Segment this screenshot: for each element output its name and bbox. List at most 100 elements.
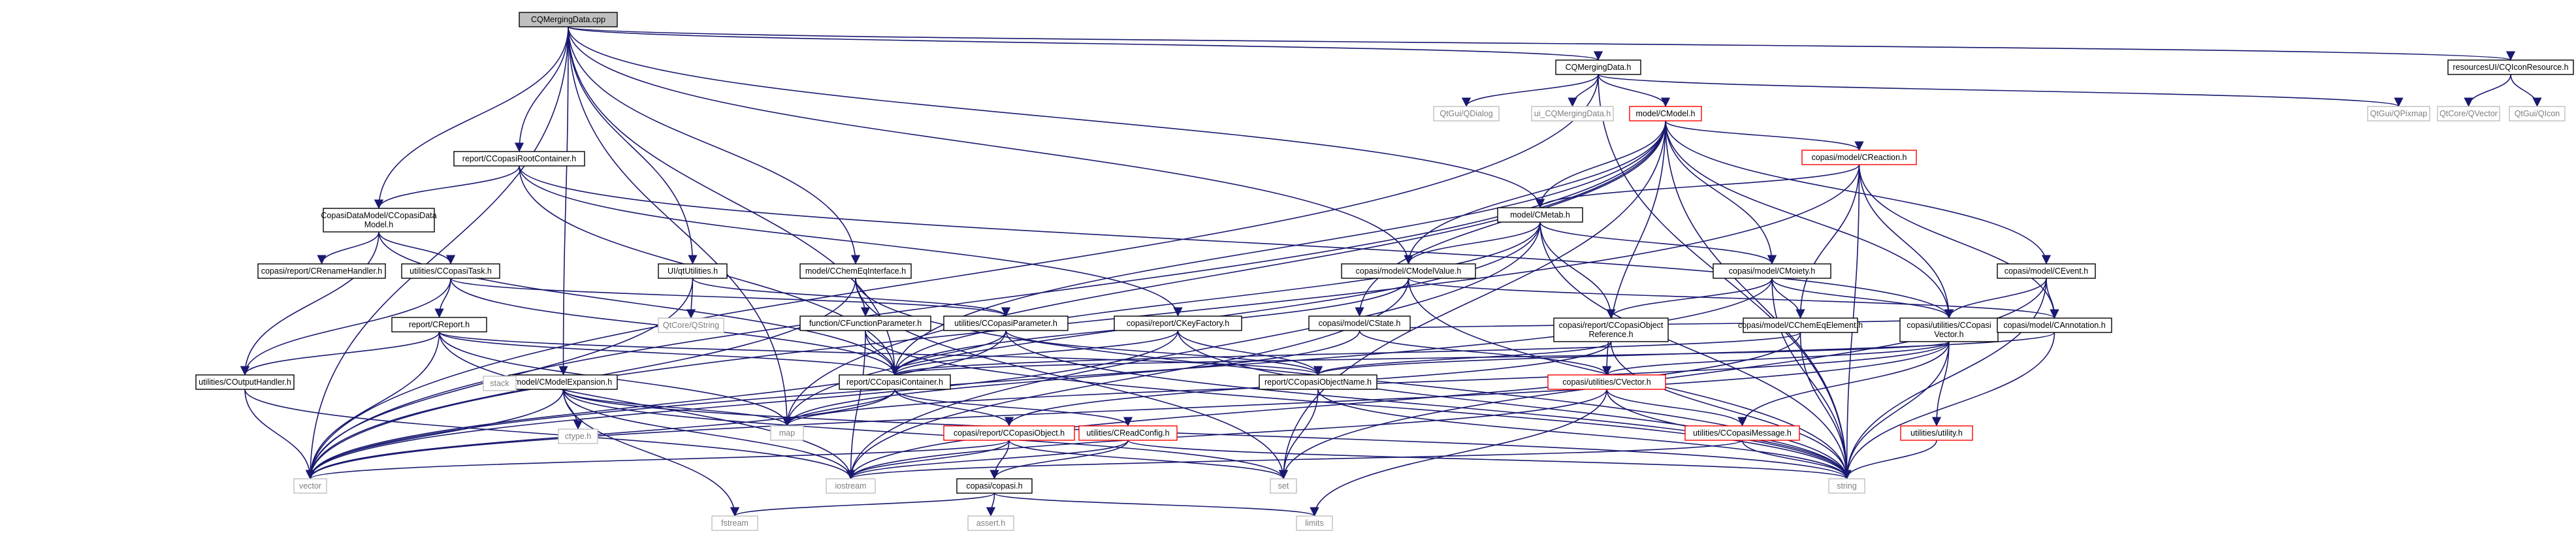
node-ccopasicont[interactable]: report/CCopasiContainer.h xyxy=(839,374,951,390)
node-cmetab[interactable]: model/CMetab.h xyxy=(1497,207,1583,223)
node-label: utilities/CCopasiMessage.h xyxy=(1693,428,1792,438)
dependency-edge xyxy=(514,26,569,152)
node-box xyxy=(1629,106,1702,121)
dependency-edge xyxy=(1539,221,1777,265)
node-box xyxy=(1828,478,1865,494)
dependency-edge xyxy=(1177,330,1852,479)
dependency-edge xyxy=(240,331,440,376)
node-box xyxy=(770,425,804,441)
dependency-edge xyxy=(562,389,1852,479)
node-cqmerging-h[interactable]: CQMergingData.h xyxy=(1555,59,1641,75)
node-label: QtCore/QVector xyxy=(2439,109,2498,118)
node-root[interactable]: CQMergingData.cpp xyxy=(519,12,618,27)
node-creport[interactable]: report/CReport.h xyxy=(391,317,487,332)
node-box xyxy=(1713,263,1831,279)
dependency-edge xyxy=(846,440,1743,479)
node-label: QtCore/QString xyxy=(663,321,719,330)
node-stack: stack xyxy=(483,376,517,391)
dependency-edge xyxy=(1539,221,1852,479)
node-cchemeq-if[interactable]: model/CChemEqInterface.h xyxy=(799,263,912,279)
node-box xyxy=(2509,106,2566,121)
dependency-edge xyxy=(1539,221,1616,319)
node-box xyxy=(323,208,435,233)
node-label: CopasiDataModel/CCopasiData xyxy=(321,211,436,220)
node-label: utilities/COutputHandler.h xyxy=(199,378,291,387)
node-report-root[interactable]: report/CCopasiRootContainer.h xyxy=(453,151,585,167)
node-cevent[interactable]: copasi/model/CEvent.h xyxy=(1997,263,2096,279)
dependency-edge xyxy=(305,331,440,479)
dependency-edge xyxy=(1461,74,1599,107)
dependency-edge xyxy=(730,493,995,517)
node-box xyxy=(1259,374,1377,390)
dependency-edge xyxy=(890,332,1801,376)
node-box xyxy=(799,315,931,331)
node-copasi-h[interactable]: copasi/copasi.h xyxy=(956,478,1033,494)
node-label: Vector.h xyxy=(1934,330,1963,339)
node-ckeyfactory[interactable]: copasi/report/CKeyFactory.h xyxy=(1114,315,1242,331)
dependency-edge xyxy=(244,389,856,479)
dependency-edge xyxy=(990,440,1129,479)
node-cfuncparam[interactable]: function/CFunctionParameter.h xyxy=(799,315,931,331)
node-ccopasimsg[interactable]: utilities/CCopasiMessage.h xyxy=(1684,425,1800,441)
dependency-edge xyxy=(1008,440,1289,479)
node-label: QtGui/QIcon xyxy=(2515,109,2560,118)
node-box xyxy=(257,263,386,279)
dependency-edge xyxy=(519,165,1954,319)
node-box xyxy=(195,374,295,390)
dependency-edge xyxy=(1842,440,1937,479)
node-cannot[interactable]: copasi/model/CAnnotation.h xyxy=(1997,317,2112,333)
dependency-edge xyxy=(562,389,856,479)
node-resources[interactable]: resourcesUI/CQIconResource.h xyxy=(2447,59,2574,75)
dependency-edge xyxy=(993,493,1319,517)
node-cmodelvalue[interactable]: copasi/model/CModelValue.h xyxy=(1341,263,1476,279)
node-label: report/CCopasiContainer.h xyxy=(846,378,943,387)
dependency-edge xyxy=(305,330,1179,479)
dependency-edge xyxy=(438,331,899,376)
dependency-edge xyxy=(1278,120,1666,479)
dependency-edge xyxy=(306,341,1950,479)
node-utility[interactable]: utilities/utility.h xyxy=(1900,425,1973,441)
node-label: copasi/utilities/CVector.h xyxy=(1562,378,1651,387)
node-box xyxy=(1531,106,1614,121)
node-cvector[interactable]: copasi/utilities/CVector.h xyxy=(1547,374,1666,390)
node-ccopasiobjname[interactable]: report/CCopasiObjectName.h xyxy=(1259,374,1377,390)
node-qtutil[interactable]: UI/qtUtilities.h xyxy=(658,263,728,279)
dependency-edge xyxy=(1317,389,1852,479)
dependency-edge xyxy=(244,389,315,479)
dependency-edge xyxy=(846,332,1801,479)
node-ccopasiobj[interactable]: copasi/report/CCopasiObject.h xyxy=(943,425,1075,441)
dependency-edge xyxy=(305,120,1666,479)
node-cmodelexp[interactable]: model/CModelExpansion.h xyxy=(509,374,618,390)
node-model-h[interactable]: model/CModel.h xyxy=(1629,106,1702,121)
node-label: report/CCopasiRootContainer.h xyxy=(462,154,576,163)
node-label: copasi/report/CCopasiObject xyxy=(1559,321,1664,330)
node-box xyxy=(1433,106,1500,121)
dependency-edge xyxy=(782,330,1360,427)
dependency-edge xyxy=(568,26,1603,61)
node-crename[interactable]: copasi/report/CRenameHandler.h xyxy=(257,263,386,279)
node-cchemeqel[interactable]: copasi/model/CChemEqElement.h xyxy=(1738,317,1863,333)
node-box xyxy=(658,317,724,333)
node-creaction[interactable]: copasi/model/CReaction.h xyxy=(1801,150,1917,165)
node-cmoiety[interactable]: copasi/model/CMoiety.h xyxy=(1713,263,1831,279)
node-label: string xyxy=(1837,481,1857,491)
node-ccopasitask[interactable]: utilities/CCopasiTask.h xyxy=(401,263,500,279)
dependency-edge xyxy=(1771,278,1954,319)
dependency-edge xyxy=(562,389,740,517)
node-creadconfig[interactable]: utilities/CReadConfig.h xyxy=(1078,425,1178,441)
node-ccopasiparam[interactable]: utilities/CCopasiParameter.h xyxy=(943,315,1069,331)
dependency-edge xyxy=(240,278,451,376)
node-cstate[interactable]: copasi/model/CState.h xyxy=(1308,315,1411,331)
node-box xyxy=(1497,207,1583,223)
node-box xyxy=(1114,315,1242,331)
node-label: model/CModelExpansion.h xyxy=(515,378,612,387)
node-coutputh[interactable]: utilities/COutputHandler.h xyxy=(195,374,295,390)
dependency-edge xyxy=(1741,440,1852,479)
node-label: model/CModel.h xyxy=(1635,109,1695,118)
dependency-edge xyxy=(1771,278,1805,319)
node-qstring: QtCore/QString xyxy=(658,317,724,333)
